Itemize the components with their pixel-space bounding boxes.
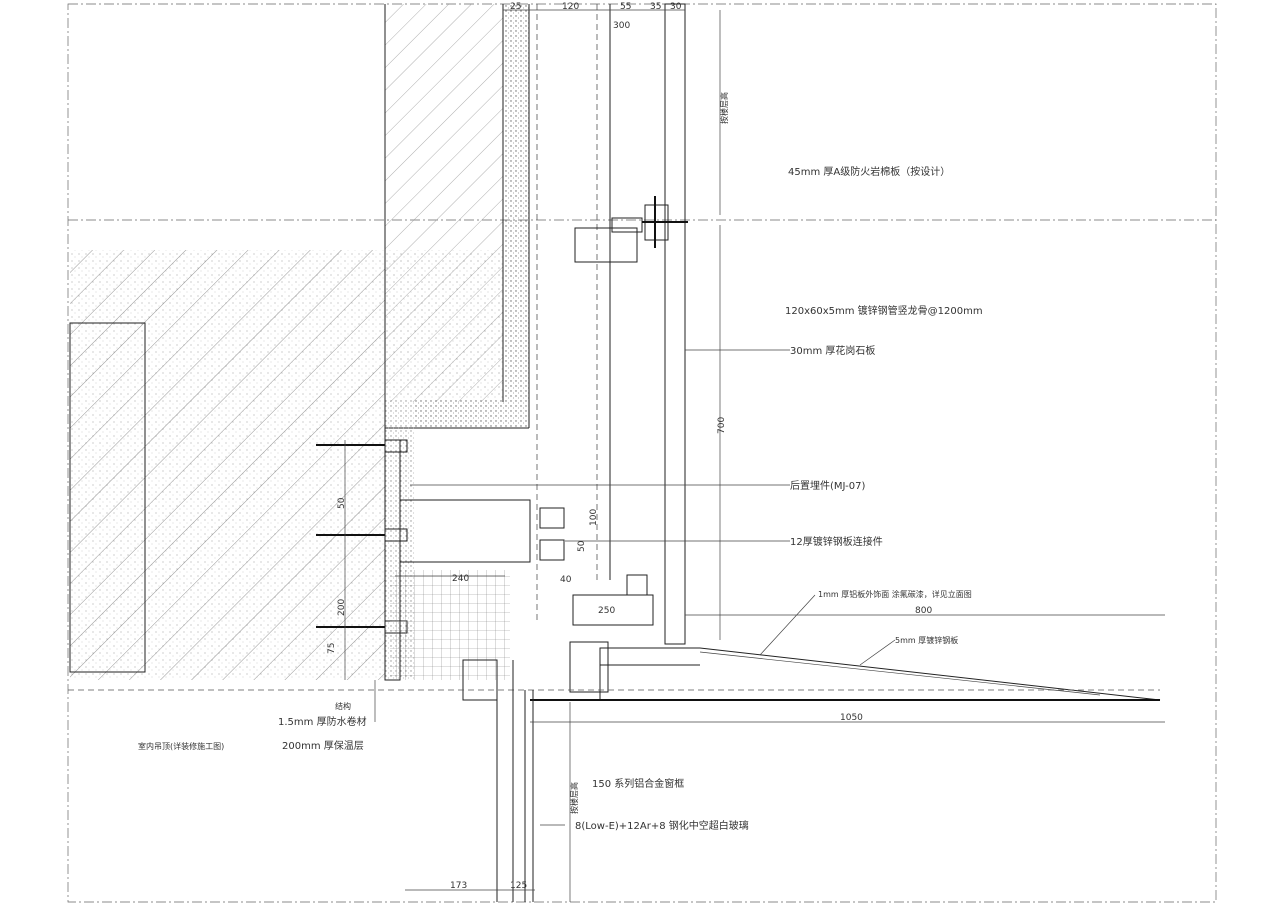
dim-75: 75 xyxy=(327,643,337,654)
label-floor-tag: 结构 xyxy=(335,701,351,711)
column-concrete-dots xyxy=(385,250,503,400)
label-aluminum: 1mm 厚铝板外饰面 涂氟碳漆，详见立面图 xyxy=(818,589,972,599)
dim-40: 40 xyxy=(560,575,572,585)
label-glass: 8(Low-E)+12Ar+8 钢化中空超白玻璃 xyxy=(575,819,749,832)
frame-box xyxy=(569,641,609,693)
dim-300: 300 xyxy=(613,21,630,31)
label-stone-30: 30mm 厚花岗石板 xyxy=(790,344,875,357)
label-slope-plate: 5mm 厚镀锌钢板 xyxy=(895,635,958,645)
room-cutout xyxy=(69,322,146,673)
dim-55: 55 xyxy=(620,2,631,12)
label-stone-panel: 45mm 厚A级防火岩棉板（按设计） xyxy=(788,165,950,178)
label-steel-plate: 12厚镀锌钢板连接件 xyxy=(790,535,883,548)
dim-120: 120 xyxy=(562,2,579,12)
dim-200: 200 xyxy=(337,599,347,616)
bracket-bolt-bottom xyxy=(626,574,648,596)
dim-100: 100 xyxy=(589,509,599,526)
dim-240: 240 xyxy=(452,574,469,584)
anchor-bolt-1 xyxy=(316,439,408,453)
stone-panel xyxy=(664,3,686,645)
label-bolt: 后置埋件(MJ-07) xyxy=(790,480,865,492)
dim-35: 35 xyxy=(650,2,661,12)
dim-50b: 50 xyxy=(577,540,587,552)
window-head-frame xyxy=(462,659,498,701)
insulation-horizontal xyxy=(415,400,529,428)
dim-1050: 1050 xyxy=(840,713,863,723)
dim-800: 800 xyxy=(915,606,932,616)
insulation-vertical xyxy=(503,4,529,400)
label-frame-150: 150 系列铝合金窗框 xyxy=(592,777,684,790)
steel-bracket-bottom xyxy=(572,594,654,626)
label-indoor: 室内吊顶(详装修施工图) xyxy=(138,741,224,751)
dim-125: 125 xyxy=(510,881,527,891)
dim-250: 250 xyxy=(598,606,615,616)
leader-slope xyxy=(859,639,896,666)
dim-700: 700 xyxy=(717,417,727,434)
label-vertical-bottom: 按楼层高 xyxy=(569,782,579,814)
label-vertical-top: 按楼层高 xyxy=(719,92,729,124)
label-waterproof: 1.5mm 厚防水卷材 xyxy=(278,715,367,728)
bracket-bolt-top xyxy=(611,217,643,233)
dim-173: 173 xyxy=(450,881,467,891)
bolt-box-2 xyxy=(539,539,565,561)
masonry-grid xyxy=(390,570,510,680)
steel-connector-plate xyxy=(399,499,531,563)
stone-clip-top xyxy=(644,204,669,241)
bolt-box-1 xyxy=(539,507,565,529)
anchor-bolt-2 xyxy=(316,528,408,542)
concrete-slab-dots xyxy=(70,250,385,680)
slope-inner-line xyxy=(699,651,1101,696)
label-insulation: 200mm 厚保温层 xyxy=(282,739,364,752)
dim-30: 30 xyxy=(670,2,682,12)
leader-aluminum xyxy=(759,594,816,656)
drawing-border xyxy=(67,3,1217,903)
dim-50: 50 xyxy=(337,497,347,509)
steel-bracket-top xyxy=(574,227,638,263)
label-steel-tube: 120x60x5mm 镀锌钢管竖龙骨@1200mm xyxy=(785,304,983,317)
dim-25a: 25 xyxy=(510,2,521,12)
